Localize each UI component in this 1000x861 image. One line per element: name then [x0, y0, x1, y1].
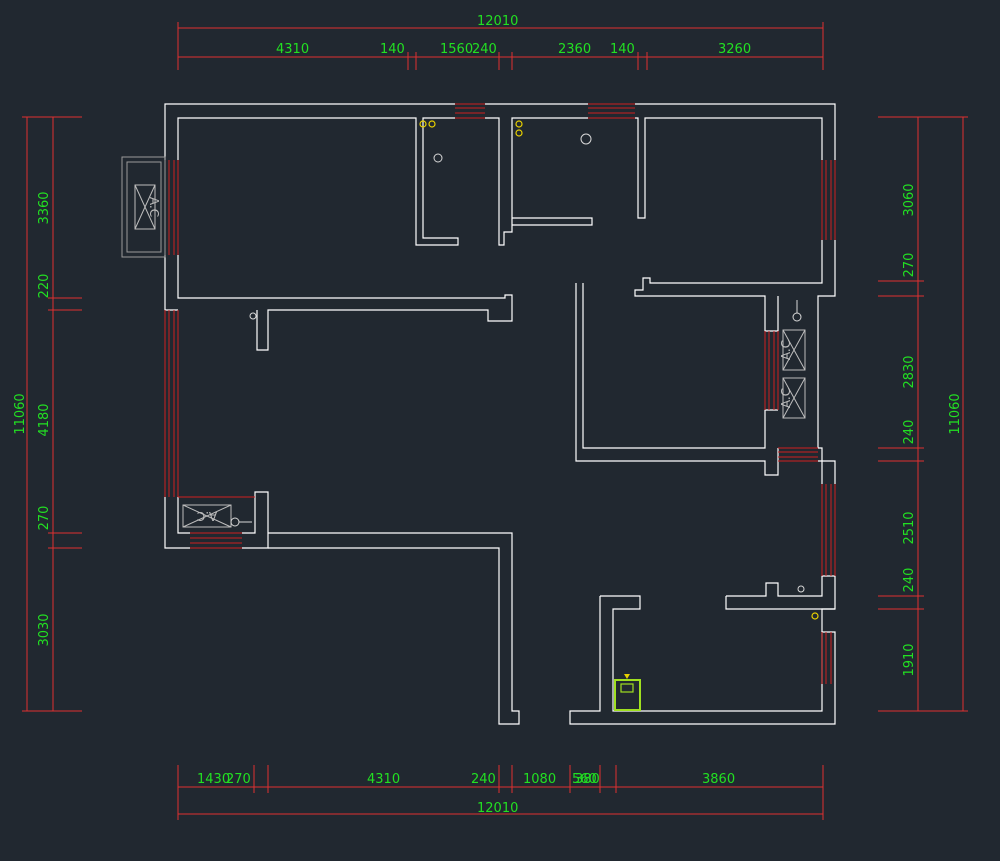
top-total-label: 12010	[477, 14, 518, 29]
wall	[268, 532, 520, 725]
window	[821, 484, 836, 576]
bottom-seg-label: 380	[575, 772, 600, 787]
bottom-total-label: 12010	[477, 801, 518, 816]
wall	[569, 595, 836, 725]
ac-label: A.C	[779, 340, 793, 360]
wall	[164, 255, 178, 311]
wall	[817, 240, 836, 448]
window	[164, 160, 179, 255]
top-seg-label: 3260	[718, 42, 751, 57]
right-total-label: 11060	[948, 393, 963, 434]
outlet-icon	[811, 612, 819, 620]
wall	[821, 608, 835, 632]
pipe-icon	[580, 133, 592, 145]
window	[821, 160, 836, 240]
wall	[635, 103, 836, 160]
bottom-dimensions: 1430 270 4310 240 1080 560 380 3860 1201…	[177, 765, 824, 820]
bottom-seg-label: 560	[572, 772, 597, 787]
ac-unit: A.C	[779, 377, 806, 419]
right-seg-label: 2510	[902, 511, 917, 544]
ac-unit: A.C	[182, 504, 232, 528]
top-seg-label: 1560	[440, 42, 473, 57]
wall	[725, 575, 836, 610]
right-seg-label: 2830	[902, 355, 917, 388]
wall	[582, 283, 778, 449]
wall	[512, 217, 593, 226]
water-heater-icon	[614, 674, 641, 711]
window	[455, 103, 485, 119]
top-seg-label: 240	[472, 42, 497, 57]
left-seg-label: 3030	[37, 613, 52, 646]
right-seg-label: 240	[902, 420, 917, 445]
wall	[575, 283, 779, 476]
left-dimensions: 11060 3360 220 4180 270 3030	[13, 116, 82, 712]
windows	[164, 103, 836, 684]
bottom-seg-label: 4310	[367, 772, 400, 787]
fixtures	[230, 120, 819, 711]
top-seg-label: 140	[380, 42, 405, 57]
ac-units: A.C A.C A.C A.C	[121, 156, 806, 528]
left-seg-label: 220	[37, 274, 52, 299]
wall	[164, 103, 455, 160]
bottom-seg-label: 1430	[197, 772, 230, 787]
bottom-seg-label: 3860	[702, 772, 735, 787]
left-seg-label: 4180	[37, 403, 52, 436]
left-seg-label: 3360	[37, 191, 52, 224]
window	[764, 331, 779, 410]
outlet-icon	[515, 129, 523, 137]
wall	[177, 255, 513, 351]
wall	[177, 497, 190, 534]
wall	[164, 497, 190, 549]
window	[190, 532, 242, 549]
ac-label: A.C	[197, 509, 217, 523]
outlet-icon	[428, 120, 436, 128]
top-dimensions: 12010 4310 140 1560 240 2360 140 3260	[177, 14, 824, 70]
pipe-icon	[792, 312, 802, 322]
right-seg-label: 3060	[902, 183, 917, 216]
bottom-seg-label: 240	[471, 772, 496, 787]
right-seg-label: 270	[902, 253, 917, 278]
outlet-icon	[419, 120, 427, 128]
top-seg-label: 140	[610, 42, 635, 57]
bottom-seg-label: 270	[226, 772, 251, 787]
wall	[634, 240, 823, 332]
wall	[242, 491, 269, 549]
wall	[485, 117, 588, 246]
pipe-icon	[433, 153, 443, 163]
left-seg-label: 270	[37, 506, 52, 531]
left-total-label: 11060	[13, 393, 28, 434]
walls	[164, 103, 836, 725]
ac-label: A.C	[779, 388, 793, 408]
right-dimensions: 11060 3060 270 2830 240 2510 240 1910	[878, 116, 968, 712]
right-seg-label: 240	[902, 568, 917, 593]
outlet-icon	[515, 120, 523, 128]
ac-unit-outdoor: A.C	[121, 156, 166, 258]
window	[588, 103, 635, 119]
window	[821, 632, 832, 684]
pipe-icon	[230, 517, 240, 527]
pipe-icon	[249, 312, 257, 320]
window	[164, 310, 179, 497]
ac-label: A.C	[147, 197, 161, 217]
bottom-seg-label: 1080	[523, 772, 556, 787]
wall	[635, 117, 823, 219]
right-seg-label: 1910	[902, 643, 917, 676]
ac-unit: A.C	[779, 329, 806, 371]
wall	[818, 460, 836, 484]
wall	[177, 117, 459, 246]
wall	[818, 447, 823, 484]
pipe-icon	[797, 585, 805, 593]
top-seg-label: 4310	[276, 42, 309, 57]
window	[778, 447, 818, 462]
top-seg-label: 2360	[558, 42, 591, 57]
